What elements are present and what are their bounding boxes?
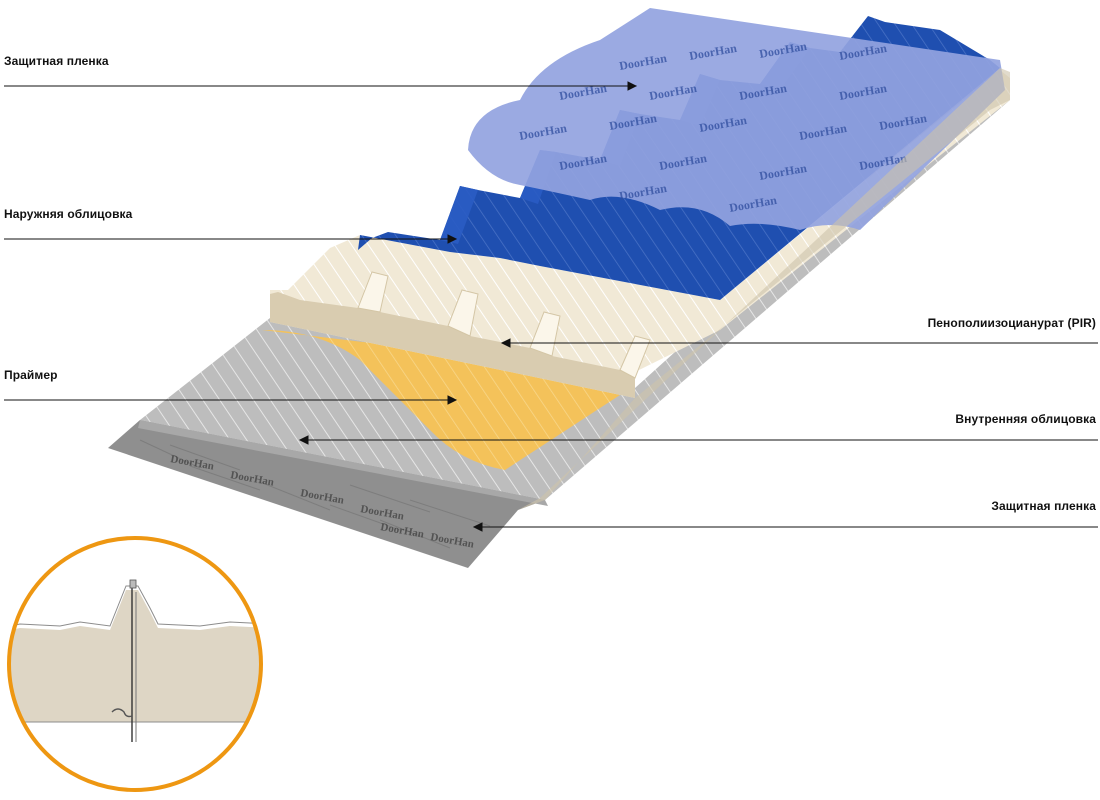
leader-lines: [4, 81, 1098, 532]
label-protective-film-bottom: Защитная пленка: [991, 499, 1096, 513]
bottom-protective-film: [108, 420, 545, 568]
label-inner-facing: Внутренняя облицовка: [955, 412, 1096, 426]
panel-right-edge: [518, 68, 1010, 510]
label-protective-film-top: Защитная пленка: [4, 54, 109, 68]
joint-detail-circle: [7, 536, 263, 792]
label-outer-facing: Наружняя облицовка: [4, 207, 133, 221]
inner-facing: [140, 68, 1010, 500]
bottom-film-texture: [139, 439, 491, 549]
top-protective-film: [468, 8, 1005, 230]
joint-foam-section: [9, 590, 261, 722]
pir-foam-front-face: [270, 292, 635, 398]
pir-foam-ridges: [357, 271, 651, 379]
joint-detail-ring: [7, 536, 263, 792]
label-pir-foam: Пенополиизоцианурат (PIR): [927, 316, 1096, 330]
label-primer: Праймер: [4, 368, 58, 382]
